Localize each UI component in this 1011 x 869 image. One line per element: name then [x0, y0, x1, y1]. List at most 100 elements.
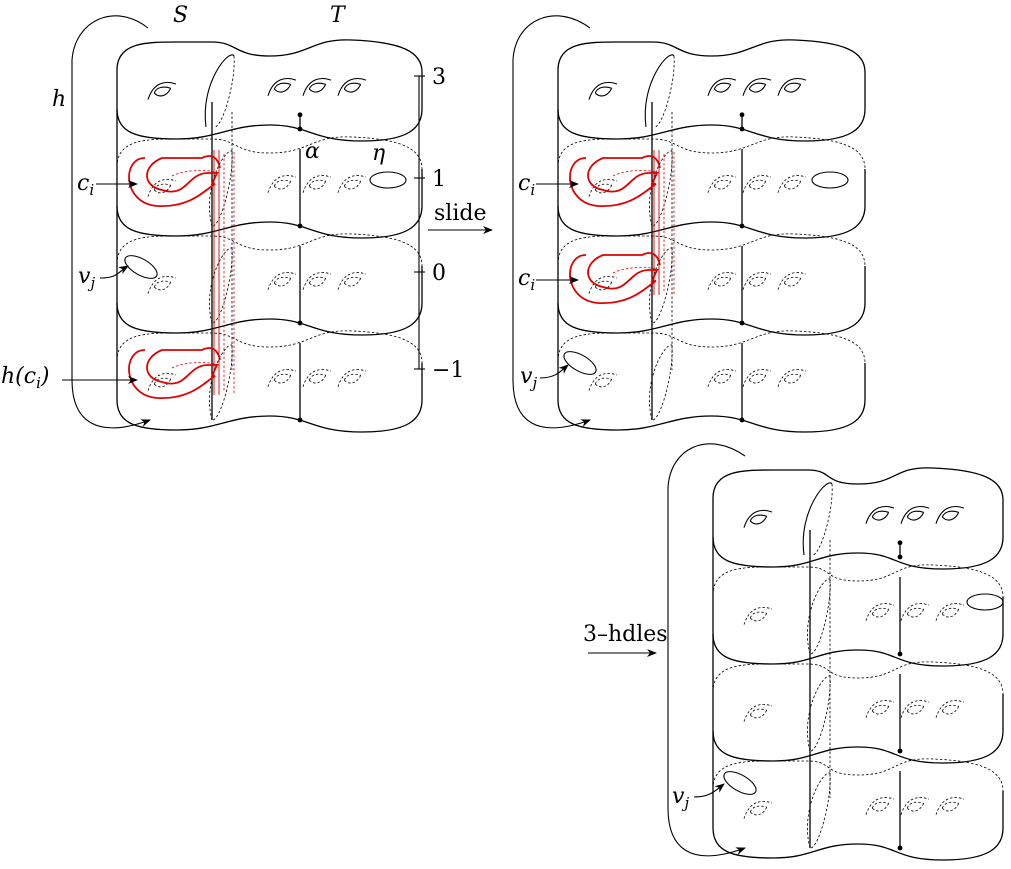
labels: S Th α η ci vj h(ci) ci ci vj vj slide 3–hdles — [1, 3, 725, 812]
alpha-endpoint — [897, 748, 903, 754]
scale-tick-label: 3 — [432, 65, 446, 90]
label-T: T — [330, 3, 347, 28]
layer-4 — [557, 330, 866, 433]
alpha-endpoint — [739, 223, 745, 229]
seam-curve — [807, 675, 831, 752]
genus-hole-icon — [707, 272, 737, 290]
layer-2 — [712, 564, 1004, 667]
genus-hole-icon — [865, 700, 895, 718]
scale-tick-label: −1 — [432, 358, 464, 383]
layer-3 — [712, 661, 1004, 764]
genus-hole-icon — [742, 272, 772, 290]
genus-hole-icon — [777, 175, 807, 193]
seam-curve — [209, 150, 233, 227]
label-c-i: ci — [77, 171, 94, 199]
seam-curve — [209, 247, 233, 324]
eta-circle — [966, 593, 1004, 611]
genus-hole-icon — [707, 369, 737, 387]
genus-hole-icon — [777, 369, 807, 387]
genus-hole-icon — [337, 77, 367, 96]
alpha-endpoint — [897, 540, 903, 546]
eta-circle — [369, 171, 407, 189]
seam-curve — [649, 150, 673, 227]
alpha-endpoint — [739, 126, 745, 132]
layer-4 — [712, 758, 1004, 861]
layer-3 — [116, 233, 423, 336]
red-curve — [569, 252, 661, 304]
h-loop — [667, 443, 746, 857]
label-v-j: vj — [78, 264, 95, 292]
seam-curve — [209, 344, 233, 421]
genus-hole-icon — [743, 704, 773, 722]
genus-hole-icon — [935, 603, 965, 621]
label-slide: slide — [434, 201, 486, 226]
v-j-arrow — [693, 783, 725, 798]
genus-hole-icon — [588, 276, 618, 294]
scale-tick-label: 1 — [432, 167, 446, 192]
genus-hole-icon — [302, 175, 332, 193]
genus-hole-icon — [267, 369, 297, 387]
genus-hole-icon — [147, 81, 177, 100]
seam-curve — [649, 247, 673, 324]
eta-circle — [811, 171, 849, 189]
alpha-endpoint — [297, 223, 303, 229]
layer-2 — [557, 136, 866, 239]
seam-curve — [649, 344, 673, 421]
label-three-handles: 3–hdles — [583, 622, 668, 647]
genus-hole-icon — [900, 505, 930, 524]
alpha-endpoint — [297, 320, 303, 326]
genus-hole-icon — [337, 175, 367, 193]
layer-2 — [116, 136, 423, 239]
label-alpha: α — [305, 139, 320, 164]
genus-hole-icon — [302, 272, 332, 290]
genus-hole-icon — [707, 77, 737, 96]
alpha-endpoint — [297, 112, 303, 118]
genus-hole-icon — [302, 77, 332, 96]
scale-tick-label: 0 — [432, 261, 446, 286]
label-v-j: vj — [520, 364, 537, 392]
genus-hole-icon — [742, 369, 772, 387]
seam-curve — [807, 772, 831, 849]
alpha-endpoint — [297, 126, 303, 132]
genus-hole-icon — [337, 272, 367, 290]
alpha-endpoint — [897, 845, 903, 851]
label-eta: η — [372, 141, 385, 166]
genus-hole-icon — [588, 373, 618, 391]
label-c-i: ci — [518, 266, 535, 294]
genus-hole-icon — [588, 81, 618, 100]
stack-after-3-handles — [667, 443, 1004, 861]
label-h: h — [52, 87, 66, 112]
label-v-j: vj — [672, 784, 689, 812]
v-j-circle — [563, 351, 597, 375]
alpha-endpoint — [897, 651, 903, 657]
genus-hole-icon — [147, 179, 177, 197]
alpha-endpoint — [739, 112, 745, 118]
genus-hole-icon — [900, 700, 930, 718]
red-curve — [569, 155, 661, 207]
label-h-c-i: h(ci) — [1, 364, 49, 392]
v-j-arrow — [539, 364, 569, 379]
genus-hole-icon — [865, 603, 895, 621]
v-j-circle — [124, 255, 158, 279]
seam-curve — [204, 54, 235, 128]
genus-hole-icon — [743, 801, 773, 819]
label-c-i: ci — [518, 171, 535, 199]
seam-curve — [802, 482, 833, 556]
seam-curve — [807, 578, 831, 655]
genus-hole-icon — [267, 272, 297, 290]
alpha-endpoint — [897, 554, 903, 560]
alpha-endpoint — [297, 417, 303, 423]
label-S: S — [173, 3, 188, 28]
genus-hole-icon — [337, 369, 367, 387]
genus-hole-icon — [935, 505, 965, 524]
genus-hole-icon — [302, 369, 332, 387]
genus-hole-icon — [742, 77, 772, 96]
seam-curve — [644, 54, 675, 128]
red-curve — [128, 347, 221, 399]
genus-hole-icon — [147, 276, 177, 294]
level-scale: 3 1 0 −1 — [414, 65, 464, 383]
genus-hole-icon — [588, 179, 618, 197]
alpha-endpoint — [739, 417, 745, 423]
genus-hole-icon — [900, 797, 930, 815]
